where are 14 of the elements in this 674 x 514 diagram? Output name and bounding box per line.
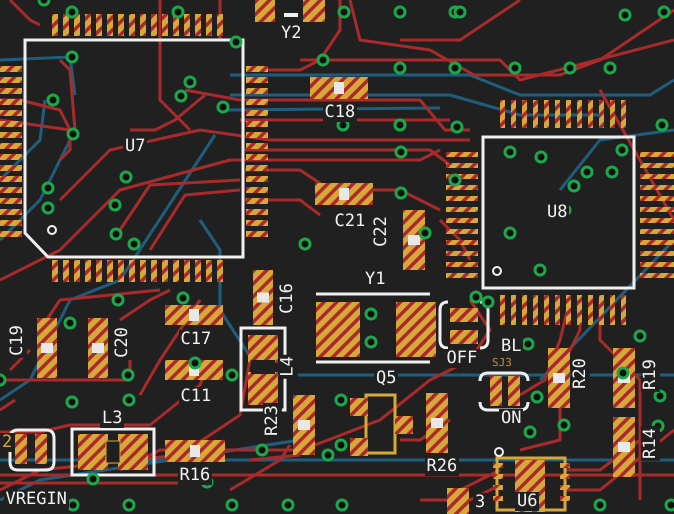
part-designator: L3 [100,408,124,428]
part-designator: C18 [322,102,358,122]
part-designator: R16 [178,466,212,484]
part-designator: Q5 [374,368,398,388]
part-designator: SJ3 [490,356,514,369]
part-designator: OFF [444,348,480,368]
part-designator: VREGIN [4,490,69,508]
part-designator: R23 [262,402,282,438]
part-designator: L4 [278,354,298,378]
part-designator: U6 [515,492,540,510]
part-designator: C11 [178,386,214,406]
part-designator: R26 [424,456,460,476]
part-designator: R14 [640,426,660,460]
part-designator: 2 [0,432,14,452]
